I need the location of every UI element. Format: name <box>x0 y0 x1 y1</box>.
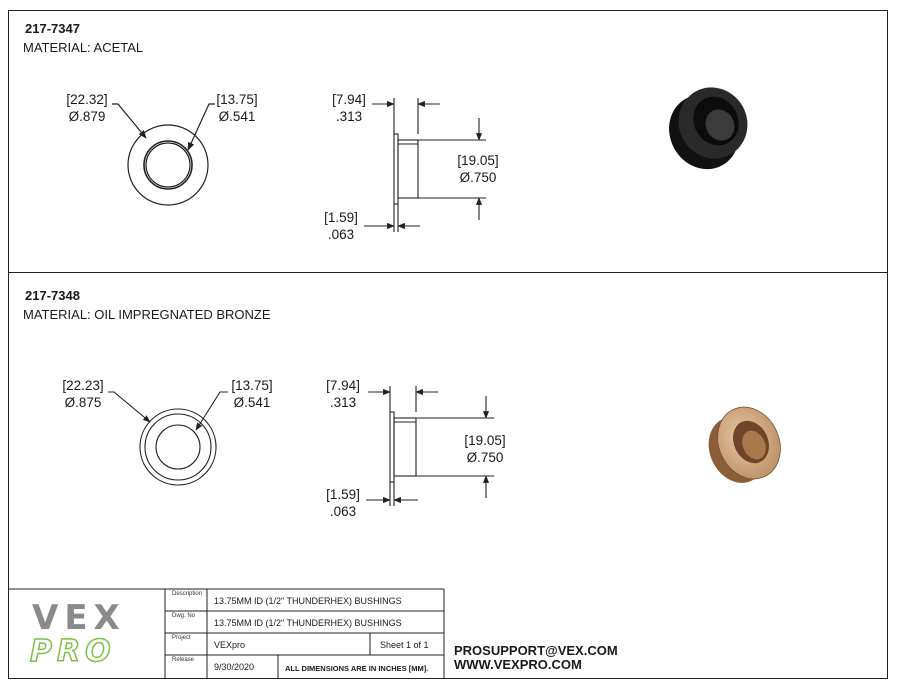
od-in-2: Ø.875 <box>64 395 102 410</box>
flange-thk-mm-2: [1.59] <box>326 487 360 502</box>
release-label: Release <box>172 657 195 663</box>
drawing-frame <box>8 10 888 679</box>
id-mm-1: [13.75] <box>216 92 258 107</box>
length-mm-1: [7.94] <box>332 92 366 107</box>
flange-od-mm-1: [19.05] <box>457 153 499 168</box>
title-block-lines <box>8 588 445 679</box>
description-value: 13.75MM ID (1/2" THUNDERHEX) BUSHINGS <box>214 596 402 606</box>
dwg-no-label: Dwg. No <box>172 613 196 619</box>
od-mm-1: [22.32] <box>66 92 108 107</box>
vex-pro-logo: VEX PRO <box>20 598 158 670</box>
part-number-2: 217-7348 <box>25 288 80 303</box>
flange-od-dimension-2: [19.05] Ø.750 <box>460 432 510 466</box>
units-note: ALL DIMENSIONS ARE IN INCHES [MM]. <box>285 664 429 673</box>
length-dimension-1: [7.94] .313 <box>328 91 370 125</box>
isometric-view-2 <box>708 406 781 483</box>
section-divider <box>8 272 888 273</box>
isometric-view-1 <box>669 87 748 170</box>
logo-vex-text: VEX <box>32 598 126 638</box>
id-in-1: Ø.541 <box>218 109 256 124</box>
flange-thk-in-2: .063 <box>329 504 357 519</box>
flange-od-dimension-1: [19.05] Ø.750 <box>453 152 503 186</box>
side-view-1 <box>364 98 486 232</box>
end-view-2 <box>108 391 228 486</box>
flange-thk-mm-1: [1.59] <box>324 210 358 225</box>
id-in-2: Ø.541 <box>233 395 271 410</box>
length-dimension-2: [7.94] .313 <box>322 377 364 411</box>
project-value: VEXpro <box>214 640 246 650</box>
length-in-1: .313 <box>335 109 363 124</box>
description-label: Description <box>172 591 203 597</box>
flange-thk-dimension-2: [1.59] .063 <box>322 486 364 520</box>
website[interactable]: WWW.VEXPRO.COM <box>454 657 582 672</box>
flange-od-in-1: Ø.750 <box>459 170 497 185</box>
sheet-value: Sheet 1 of 1 <box>380 640 429 650</box>
flange-od-in-2: Ø.750 <box>466 450 504 465</box>
od-in-1: Ø.879 <box>68 109 106 124</box>
od-mm-2: [22.23] <box>62 378 104 393</box>
flange-od-mm-2: [19.05] <box>464 433 506 448</box>
od-dimension-1: [22.32] Ø.879 <box>62 91 112 125</box>
length-mm-2: [7.94] <box>326 378 360 393</box>
logo-pro-text: PRO <box>29 633 116 670</box>
end-view-1 <box>112 103 215 206</box>
material-1: MATERIAL: ACETAL <box>23 40 144 55</box>
support-email[interactable]: PROSUPPORT@VEX.COM <box>454 643 618 658</box>
flange-thk-in-1: .063 <box>327 227 355 242</box>
id-dimension-2: [13.75] Ø.541 <box>227 377 277 411</box>
id-dimension-1: [13.75] Ø.541 <box>212 91 262 125</box>
material-2: MATERIAL: OIL IMPREGNATED BRONZE <box>23 307 271 322</box>
release-value: 9/30/2020 <box>214 662 255 672</box>
project-label: Project <box>172 635 191 641</box>
part-number-1: 217-7347 <box>25 21 80 36</box>
length-in-2: .313 <box>329 395 357 410</box>
dwg-no-value: 13.75MM ID (1/2" THUNDERHEX) BUSHINGS <box>214 618 402 628</box>
id-mm-2: [13.75] <box>231 378 273 393</box>
side-view-2 <box>366 386 494 506</box>
flange-thk-dimension-1: [1.59] .063 <box>320 209 362 243</box>
od-dimension-2: [22.23] Ø.875 <box>58 377 108 411</box>
